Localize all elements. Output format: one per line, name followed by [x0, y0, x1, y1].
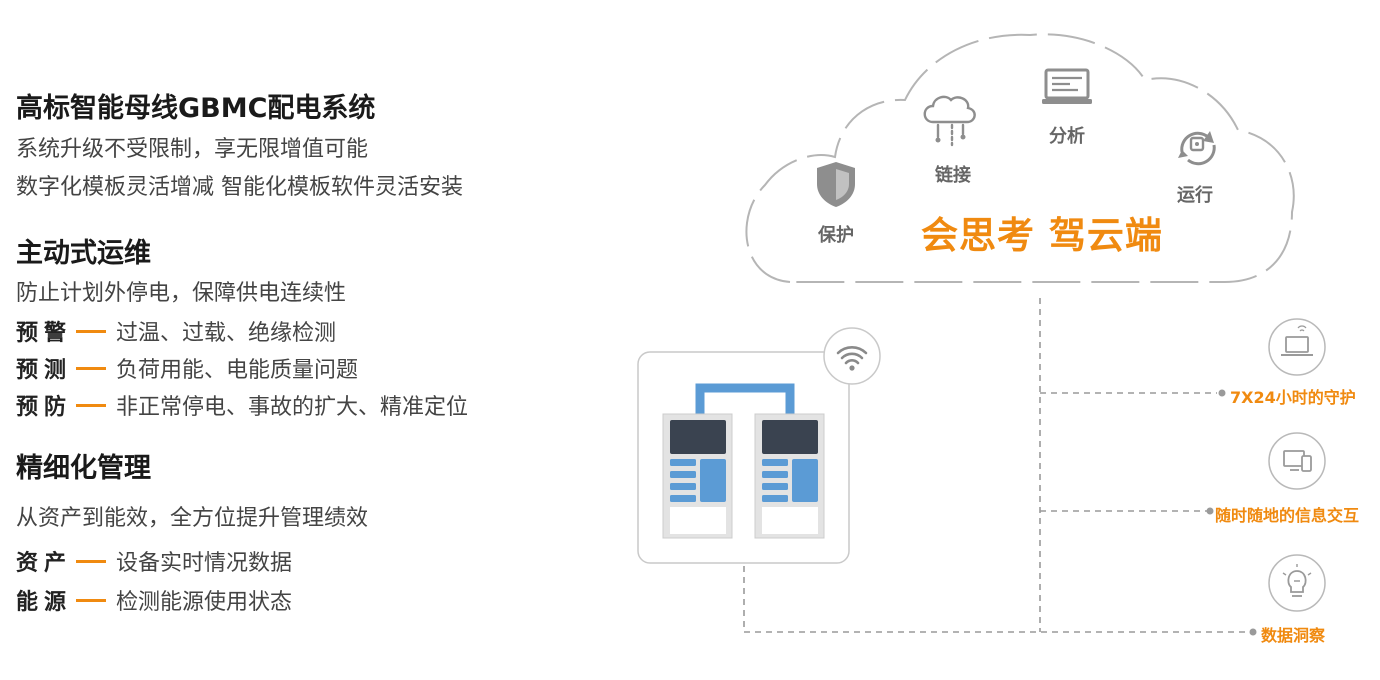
orange-dash: [76, 329, 107, 333]
feature-line: 系统升级不受限制，享无限增值可能: [16, 137, 369, 162]
bullet-label: 资产: [16, 551, 73, 576]
cloud-slogan: 会思考 驾云端: [921, 214, 1163, 257]
section-title-maintenance: 主动式运维: [16, 238, 151, 269]
output-label-insight: 数据洞察: [1261, 626, 1326, 645]
cloud-label-operate: 运行: [1177, 185, 1213, 206]
cloud-network-icon: [923, 95, 976, 147]
orange-dash: [76, 403, 107, 407]
orange-dash: [76, 598, 107, 602]
devices-icon: [1268, 432, 1326, 490]
lightbulb-icon: [1268, 554, 1326, 612]
laptop-icon: [1268, 318, 1326, 376]
cloud-label-protect: 保护: [818, 225, 854, 246]
orange-dash: [76, 366, 107, 370]
connector-dot: [1218, 389, 1226, 397]
cloud-outline: [745, 33, 1295, 283]
bullet-warning: 预警 过温、过载、绝缘检测: [16, 315, 336, 347]
section-title-management: 精细化管理: [16, 453, 151, 484]
bullet-prediction: 预测 负荷用能、电能质量问题: [16, 352, 358, 384]
section-intro: 从资产到能效，全方位提升管理绩效: [16, 506, 369, 531]
bullet-label: 预测: [16, 358, 73, 383]
connector-dot: [1206, 507, 1214, 515]
section-intro: 防止计划外停电，保障供电连续性: [16, 281, 347, 306]
cabinet-icon: [662, 383, 825, 539]
cloud-label-analyze: 分析: [1049, 126, 1085, 147]
bullet-text: 检测能源使用状态: [116, 590, 293, 615]
feature-line: 数字化模板灵活增减 智能化模板软件灵活安装: [16, 175, 463, 200]
analysis-monitor-icon: [1042, 68, 1092, 104]
wifi-icon: [823, 327, 881, 385]
shield-icon: [817, 162, 855, 207]
bullet-prevention: 预防 非正常停电、事故的扩大、精准定位: [16, 389, 468, 421]
bullet-text: 负荷用能、电能质量问题: [116, 358, 359, 383]
bullet-label: 预防: [16, 395, 73, 420]
section-title-gbmc: 高标智能母线GBMC配电系统: [16, 93, 376, 124]
connector-dot: [1249, 628, 1257, 636]
bullet-text: 非正常停电、事故的扩大、精准定位: [116, 395, 469, 420]
connector-lines: [743, 298, 1250, 633]
cloud-label-link: 链接: [935, 165, 971, 186]
sync-icon: [1178, 131, 1216, 166]
bullet-label: 预警: [16, 321, 73, 346]
output-label-guard: 7X24小时的守护: [1230, 388, 1356, 407]
bullet-label: 能源: [16, 590, 73, 615]
bullet-assets: 资产 设备实时情况数据: [16, 545, 292, 577]
bullet-text: 过温、过载、绝缘检测: [116, 321, 337, 346]
output-label-interaction: 随时随地的信息交互: [1215, 506, 1360, 525]
bullet-text: 设备实时情况数据: [116, 551, 293, 576]
bullet-energy: 能源 检测能源使用状态: [16, 584, 292, 616]
orange-dash: [76, 559, 107, 563]
